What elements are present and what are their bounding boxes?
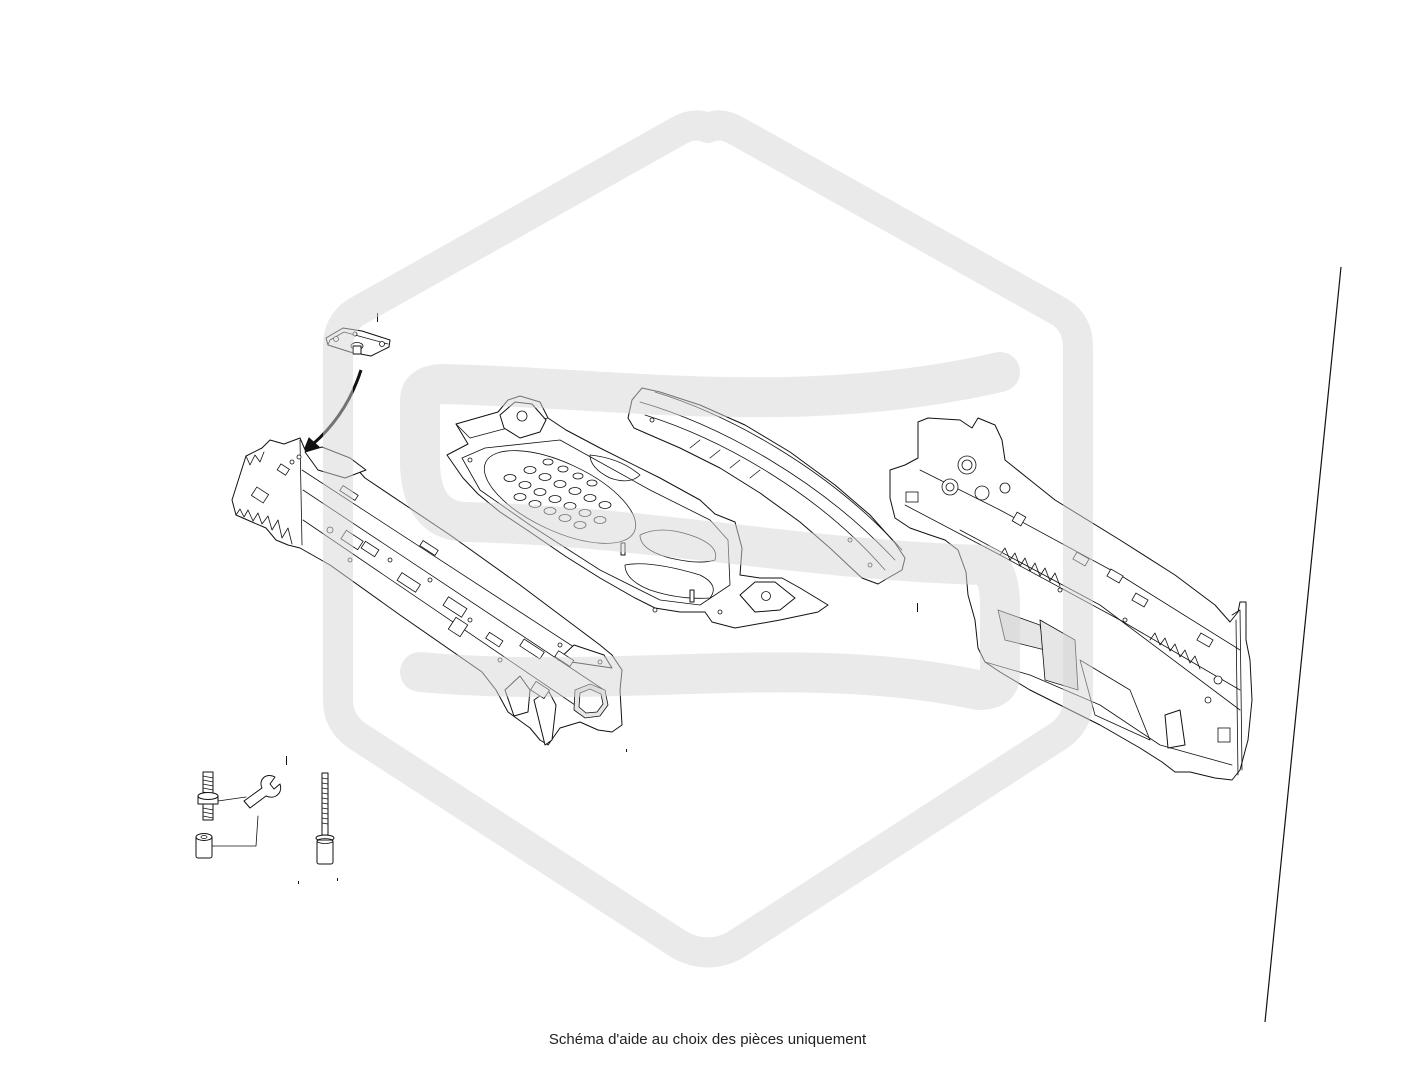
rear-panel-flange (1231, 609, 1243, 776)
hole (961, 459, 973, 471)
rivet-bolt-head-top (316, 838, 334, 844)
hole (387, 557, 393, 563)
hole (513, 493, 527, 501)
hole (1217, 727, 1231, 743)
hole (1204, 696, 1212, 704)
side-member-ridge (302, 489, 605, 691)
hole (503, 474, 517, 482)
hole (442, 596, 468, 618)
bracket-nut-body (352, 345, 362, 355)
hole (905, 491, 919, 503)
leader-line (217, 796, 247, 802)
hole (533, 488, 547, 496)
hole (1122, 617, 1128, 623)
hole (467, 457, 473, 463)
diagram-caption: Schéma d'aide au choix des pièces unique… (548, 1031, 867, 1048)
floor-panel-recess (624, 563, 714, 599)
rear-panel-serration (999, 547, 1061, 587)
rear-panel-ridge (919, 469, 1241, 651)
hole (572, 472, 584, 480)
hole (548, 495, 562, 503)
rivet-bolt (315, 772, 335, 865)
hole (652, 607, 658, 613)
stud-bolt-thread-lines (202, 775, 214, 795)
hole (945, 482, 955, 492)
hole (649, 417, 655, 423)
stud-bolt (197, 771, 219, 821)
hole (518, 481, 532, 489)
hole (379, 341, 385, 347)
watermark-logo (323, 110, 1093, 968)
hole (360, 540, 380, 558)
hole (1011, 511, 1027, 527)
hole (289, 459, 295, 465)
hole (519, 638, 545, 660)
torque-indicator (211, 774, 282, 847)
hole (557, 465, 569, 473)
hole (1106, 568, 1124, 584)
rear-panel-serration (1149, 632, 1201, 670)
hole (516, 410, 528, 422)
hole (485, 631, 504, 648)
hole (427, 577, 433, 583)
hole (447, 616, 469, 638)
divider-line (1264, 266, 1342, 1023)
hole (557, 642, 563, 648)
hole (396, 572, 421, 593)
hole (296, 454, 302, 460)
round-head-bolt-top (195, 833, 213, 841)
rear-panel-ridge (904, 504, 1241, 691)
floor-panel-stud (689, 589, 695, 603)
hole (598, 501, 612, 509)
hole (583, 494, 597, 502)
rear-panel-ridge (959, 529, 1241, 711)
hole (523, 466, 537, 474)
hole (553, 480, 567, 488)
hole (999, 482, 1011, 494)
callout-markers (286, 313, 918, 884)
crossmember-rib (689, 439, 761, 479)
hole (467, 617, 473, 623)
rear-panel-cutout (1164, 709, 1186, 749)
hole (1131, 592, 1149, 608)
hole (586, 479, 598, 487)
rivet-bolt-thread-lines (321, 777, 329, 825)
rivet-bolt-head (316, 839, 334, 865)
round-head-bolt (195, 833, 213, 859)
hole (538, 473, 552, 481)
hole (1196, 632, 1214, 648)
hole (1057, 587, 1063, 593)
hole (761, 591, 771, 601)
watermark-band-middle (400, 445, 1020, 695)
stud-bolt-thread-lines (202, 807, 214, 819)
side-member-serration (245, 451, 265, 466)
hole (1213, 675, 1223, 685)
watermark-band-bottom (400, 652, 1020, 710)
stud-bolt-collar-top (197, 792, 219, 800)
round-head-bolt-socket (200, 835, 208, 839)
side-member-serration (235, 508, 293, 545)
watermark-band-top (400, 352, 1020, 485)
hole (250, 486, 270, 504)
fasteners (195, 771, 335, 865)
floor-panel-recess (589, 454, 641, 482)
leader-line (211, 815, 259, 847)
watermark-outer-shape (323, 110, 1093, 968)
hole (974, 485, 990, 501)
hole (276, 463, 290, 476)
hole (717, 609, 723, 615)
wrench-icon (243, 774, 282, 809)
hole (568, 487, 582, 495)
hole (419, 540, 439, 556)
hole (542, 458, 554, 466)
